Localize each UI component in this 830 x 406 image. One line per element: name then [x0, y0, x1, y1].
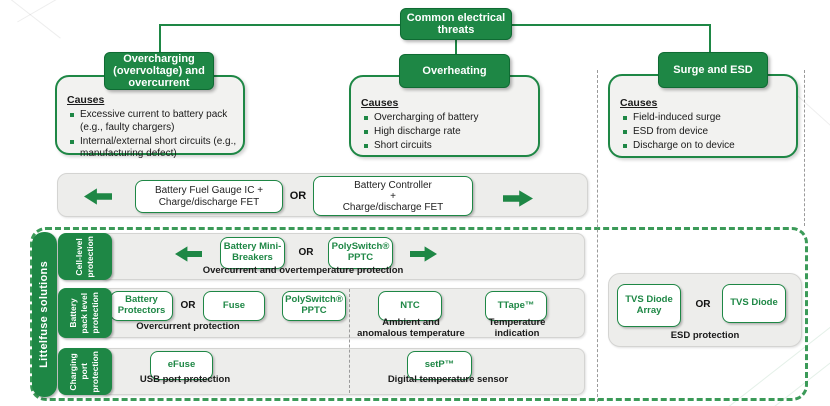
cause-text: High discharge rate [374, 125, 461, 137]
product-label: PolySwitch® PPTC [331, 241, 390, 263]
product-label: TVS Diode Array [625, 293, 673, 316]
product-label: Battery Controller + Charge/discharge FE… [342, 179, 444, 213]
causes-title: Causes [620, 97, 658, 109]
or-label: OR [289, 190, 307, 202]
littelfuse-solutions-region [30, 227, 808, 401]
product-box-ntc: NTC [378, 291, 442, 321]
caption-usb-port-protection: USB port protection [139, 374, 231, 385]
dashed-divider-esd-left [597, 70, 598, 402]
watermark-line [17, 0, 113, 23]
caption-temperature-indication: Temperature indication [488, 317, 546, 339]
causes-list: Excessive current to battery pack (e.g.,… [67, 109, 237, 161]
product-box-battery-controller: Battery Controller + Charge/discharge FE… [313, 176, 473, 216]
product-box-efuse: eFuse [150, 351, 213, 380]
tab-battery-pack-level-protection: Battery pack level protection [58, 288, 112, 338]
bullet-icon [70, 113, 74, 117]
threat-header-overcharging: Overcharging (overvoltage) and overcurre… [104, 52, 214, 90]
threat-header-overheating: Overheating [399, 54, 510, 88]
caption-overcurrent-protection: Overcurrent protection [136, 321, 240, 332]
product-box-battery-mini-breakers: Battery Mini- Breakers [220, 237, 285, 269]
cause-text: Excessive current to battery pack (e.g.,… [80, 109, 228, 133]
product-label: eFuse [167, 359, 196, 371]
tab-label: Cell-level protection [73, 235, 95, 278]
causes-list: Field-induced surge ESD from device Disc… [620, 112, 790, 152]
product-label: setP™ [424, 359, 455, 371]
product-box-battery-protectors: Battery Protectors [110, 291, 173, 321]
cause-text: Overcharging of battery [374, 112, 479, 123]
causes-panel-overheating: Causes Overcharging of battery High disc… [349, 75, 540, 157]
product-box-setp: setP™ [407, 351, 472, 380]
causes-list: Overcharging of battery High discharge r… [361, 112, 532, 152]
cause-item: Excessive current to battery pack (e.g.,… [67, 109, 237, 135]
cause-text: Discharge on to device [633, 139, 735, 151]
bullet-icon [623, 143, 627, 148]
caption-esd-protection: ESD protection [670, 330, 740, 341]
bullet-icon [623, 129, 627, 134]
bullet-icon [364, 129, 368, 134]
common-threats-box: Common electrical threats [400, 8, 512, 40]
product-box-tvs-diode: TVS Diode [722, 284, 786, 323]
caption-overcurrent-overtemperature: Overcurrent and overtemperature protecti… [202, 265, 404, 276]
product-box-battery-fuel-gauge: Battery Fuel Gauge IC + Charge/discharge… [135, 180, 283, 213]
dashed-divider-rows [349, 289, 350, 393]
bullet-icon [623, 116, 627, 120]
or-label: OR [180, 300, 196, 311]
cause-item: ESD from device [620, 126, 790, 139]
causes-title: Causes [361, 97, 399, 109]
sidebar-label: Littelfuse solutions [38, 261, 51, 368]
tab-cell-level-protection: Cell-level protection [58, 233, 112, 280]
threat-header-surge-esd: Surge and ESD [658, 52, 768, 88]
or-label: OR [298, 247, 314, 258]
product-box-ttape: TTape™ [485, 291, 547, 321]
cause-text: Short circuits [374, 139, 432, 151]
cause-item: Internal/external short circuits (e.g., … [67, 136, 237, 162]
or-label: OR [695, 299, 711, 310]
cause-item: Field-induced surge [620, 112, 790, 125]
bullet-icon [364, 116, 368, 120]
product-box-polyswitch-pptc: PolySwitch® PPTC [328, 237, 393, 269]
cause-item: Overcharging of battery [361, 112, 532, 125]
product-label: PolySwitch® PPTC [285, 294, 343, 316]
tab-label: Battery pack level protection [68, 292, 101, 334]
cause-item: High discharge rate [361, 126, 532, 139]
tab-label: Charging port protection [68, 350, 101, 393]
caption-digital-temperature-sensor: Digital temperature sensor [387, 374, 509, 385]
watermark-line [0, 0, 61, 39]
product-box-polyswitch-pptc: PolySwitch® PPTC [282, 291, 346, 321]
caption-ambient-anomalous-temperature: Ambient and anomalous temperature [357, 317, 465, 339]
product-box-tvs-diode-array: TVS Diode Array [617, 284, 681, 327]
littelfuse-solutions-sidebar: Littelfuse solutions [32, 232, 57, 397]
connector-left [159, 24, 161, 54]
causes-panel-surge-esd: Causes Field-induced surge ESD from devi… [608, 74, 798, 158]
product-label: TTape™ [497, 299, 535, 311]
cause-text: Internal/external short circuits (e.g., … [80, 135, 237, 160]
product-label: Battery Mini- Breakers [223, 241, 282, 263]
bullet-icon [70, 139, 74, 144]
bullet-icon [364, 143, 368, 148]
connector-right [709, 24, 711, 54]
connector-center [455, 38, 457, 56]
cause-text: ESD from device [633, 125, 709, 137]
product-label: TVS Diode [730, 297, 778, 309]
product-label: Fuse [222, 299, 246, 311]
cause-text: Field-induced surge [633, 112, 721, 123]
cause-item: Short circuits [361, 140, 532, 153]
dashed-divider-esd-right [804, 70, 805, 226]
tab-charging-port-protection: Charging port protection [58, 348, 112, 395]
product-label: Battery Fuel Gauge IC + Charge/discharge… [154, 184, 264, 208]
product-label: Battery Protectors [117, 294, 166, 316]
product-box-fuse: Fuse [203, 291, 265, 321]
causes-title: Causes [67, 94, 105, 106]
cause-item: Discharge on to device [620, 140, 790, 153]
product-label: NTC [400, 299, 420, 311]
